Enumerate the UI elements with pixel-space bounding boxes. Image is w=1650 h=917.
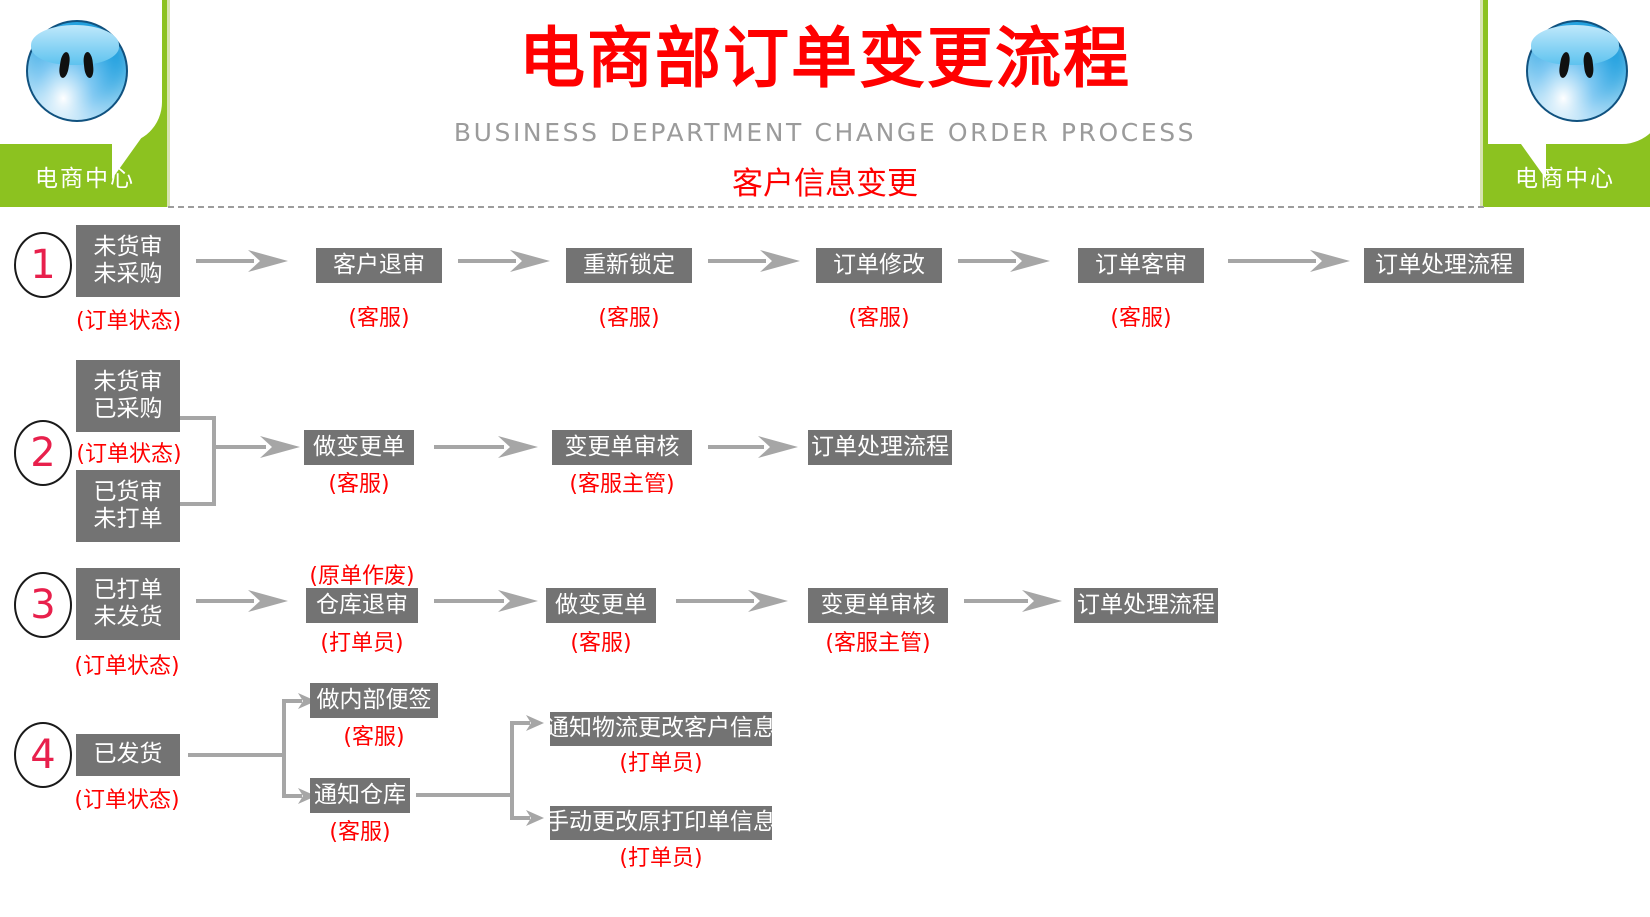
speech-bubble-tail-icon — [112, 137, 142, 179]
node-row3-step2[interactable]: 做变更单 — [546, 588, 656, 623]
arrow-row2-3 — [708, 436, 804, 458]
connector-row4-sub-split — [510, 722, 514, 818]
connector-row4-split — [282, 700, 286, 796]
role-row2-start: (订单状态) — [76, 442, 182, 467]
node-row3-start[interactable]: 已打单 未发货 — [76, 568, 180, 640]
role-row4-branch-top: (客服) — [343, 725, 405, 750]
arrow-row3-3 — [676, 590, 794, 612]
node-row1-end[interactable]: 订单处理流程 — [1364, 248, 1524, 283]
node-row3-step3[interactable]: 变更单审核 — [808, 588, 948, 623]
page-subtitle: 客户信息变更 — [732, 166, 918, 202]
header-divider — [168, 206, 1484, 208]
arrow-row2-1 — [230, 436, 302, 458]
role-row1-step2: (客服) — [598, 306, 660, 331]
role-row1-step3: (客服) — [848, 306, 910, 331]
role-row3-start: (订单状态) — [74, 654, 180, 679]
arrow-row1-5 — [1228, 250, 1356, 272]
node-row1-start[interactable]: 未货审 未采购 — [76, 225, 180, 297]
role-row2-step1: (客服) — [328, 472, 390, 497]
node-row2-start-a[interactable]: 未货审 已采购 — [76, 360, 180, 432]
node-row2-end[interactable]: 订单处理流程 — [808, 430, 952, 465]
node-line: 未货审 — [93, 368, 163, 395]
arrow-row4-sub-bottom — [510, 807, 546, 827]
node-row4-start[interactable]: 已发货 — [76, 734, 180, 776]
node-row1-step1[interactable]: 客户退审 — [316, 248, 442, 283]
role-row1-step1: (客服) — [348, 306, 410, 331]
arrow-row3-1 — [196, 590, 296, 612]
connector-row2-bottom — [180, 502, 216, 506]
arrow-row1-2 — [458, 250, 558, 272]
role-row3-step2: (客服) — [570, 631, 632, 656]
page-title-english: BUSINESS DEPARTMENT CHANGE ORDER PROCESS — [453, 118, 1197, 147]
node-line: 未打单 — [93, 506, 163, 532]
arrow-row3-2 — [434, 590, 544, 612]
node-row3-end[interactable]: 订单处理流程 — [1074, 588, 1218, 623]
row-number-2: 2 — [14, 420, 72, 486]
logo-caption-left: 电商中心 — [35, 166, 135, 192]
role-row3-step3: (客服主管) — [825, 631, 931, 656]
role-row4-branch-bottom: (客服) — [329, 820, 391, 845]
node-row4-sub-top[interactable]: 通知物流更改客户信息 — [546, 712, 776, 746]
logo-edge-right — [1480, 0, 1483, 207]
page-title: 电商部订单变更流程 — [519, 20, 1131, 97]
node-row4-sub-bottom[interactable]: 手动更改原打印单信息 — [546, 806, 776, 840]
role-row3-step1: (打单员) — [320, 631, 404, 656]
speech-bubble-notch-icon — [118, 6, 150, 32]
connector-row4-sub-trunk — [416, 793, 512, 797]
arrow-row1-1 — [196, 250, 296, 272]
role-row4-sub-bottom: (打单员) — [619, 846, 703, 871]
row-number-3: 3 — [14, 572, 72, 638]
node-line: 未货审 — [93, 233, 163, 260]
row-number-1: 1 — [14, 232, 72, 298]
node-line: 未采购 — [93, 261, 163, 287]
arrow-row4-sub-top — [510, 712, 546, 732]
role-row4-sub-top: (打单员) — [619, 751, 703, 776]
row-number-4: 4 — [14, 722, 72, 788]
arrow-row2-2 — [434, 436, 544, 458]
arrow-row1-3 — [708, 250, 808, 272]
role-row4-start: (订单状态) — [74, 788, 180, 813]
note-row3-step1: (原单作废) — [309, 564, 415, 589]
connector-row2-top — [180, 416, 216, 420]
logo-panel-left: 电商中心 — [0, 0, 170, 207]
node-row2-start-b[interactable]: 已货审 未打单 — [76, 470, 180, 542]
arrow-row4-branch-bottom — [282, 785, 318, 805]
smiley-face-icon — [1526, 20, 1628, 122]
node-row1-step2[interactable]: 重新锁定 — [566, 248, 692, 283]
node-row1-step3[interactable]: 订单修改 — [816, 248, 942, 283]
arrow-row4-branch-top — [282, 690, 318, 710]
logo-panel-right: 电商中心 — [1480, 0, 1650, 207]
node-row2-step1[interactable]: 做变更单 — [304, 430, 414, 465]
connector-row4-trunk — [188, 753, 284, 757]
node-row4-branch-top[interactable]: 做内部便签 — [310, 683, 438, 718]
node-line: 未发货 — [93, 604, 163, 630]
speech-bubble-notch-icon — [1608, 6, 1640, 32]
role-row1-step4: (客服) — [1110, 306, 1172, 331]
node-row2-step2[interactable]: 变更单审核 — [552, 430, 692, 465]
node-row1-step4[interactable]: 订单客审 — [1078, 248, 1204, 283]
arrow-row1-4 — [958, 250, 1066, 272]
role-row1-start: (订单状态) — [76, 309, 182, 334]
logo-edge-left — [167, 0, 170, 207]
arrow-row3-4 — [964, 590, 1068, 612]
logo-caption-right: 电商中心 — [1515, 166, 1615, 192]
node-row4-branch-bottom[interactable]: 通知仓库 — [310, 778, 410, 813]
smiley-face-icon — [26, 20, 128, 122]
node-line: 已打单 — [93, 576, 163, 603]
connector-row2-vertical — [212, 416, 216, 506]
node-line: 已货审 — [93, 478, 163, 505]
speech-bubble-tail-icon — [1516, 137, 1546, 179]
node-row3-step1[interactable]: 仓库退审 — [306, 588, 418, 623]
node-line: 已采购 — [93, 396, 163, 422]
role-row2-step2: (客服主管) — [569, 472, 675, 497]
